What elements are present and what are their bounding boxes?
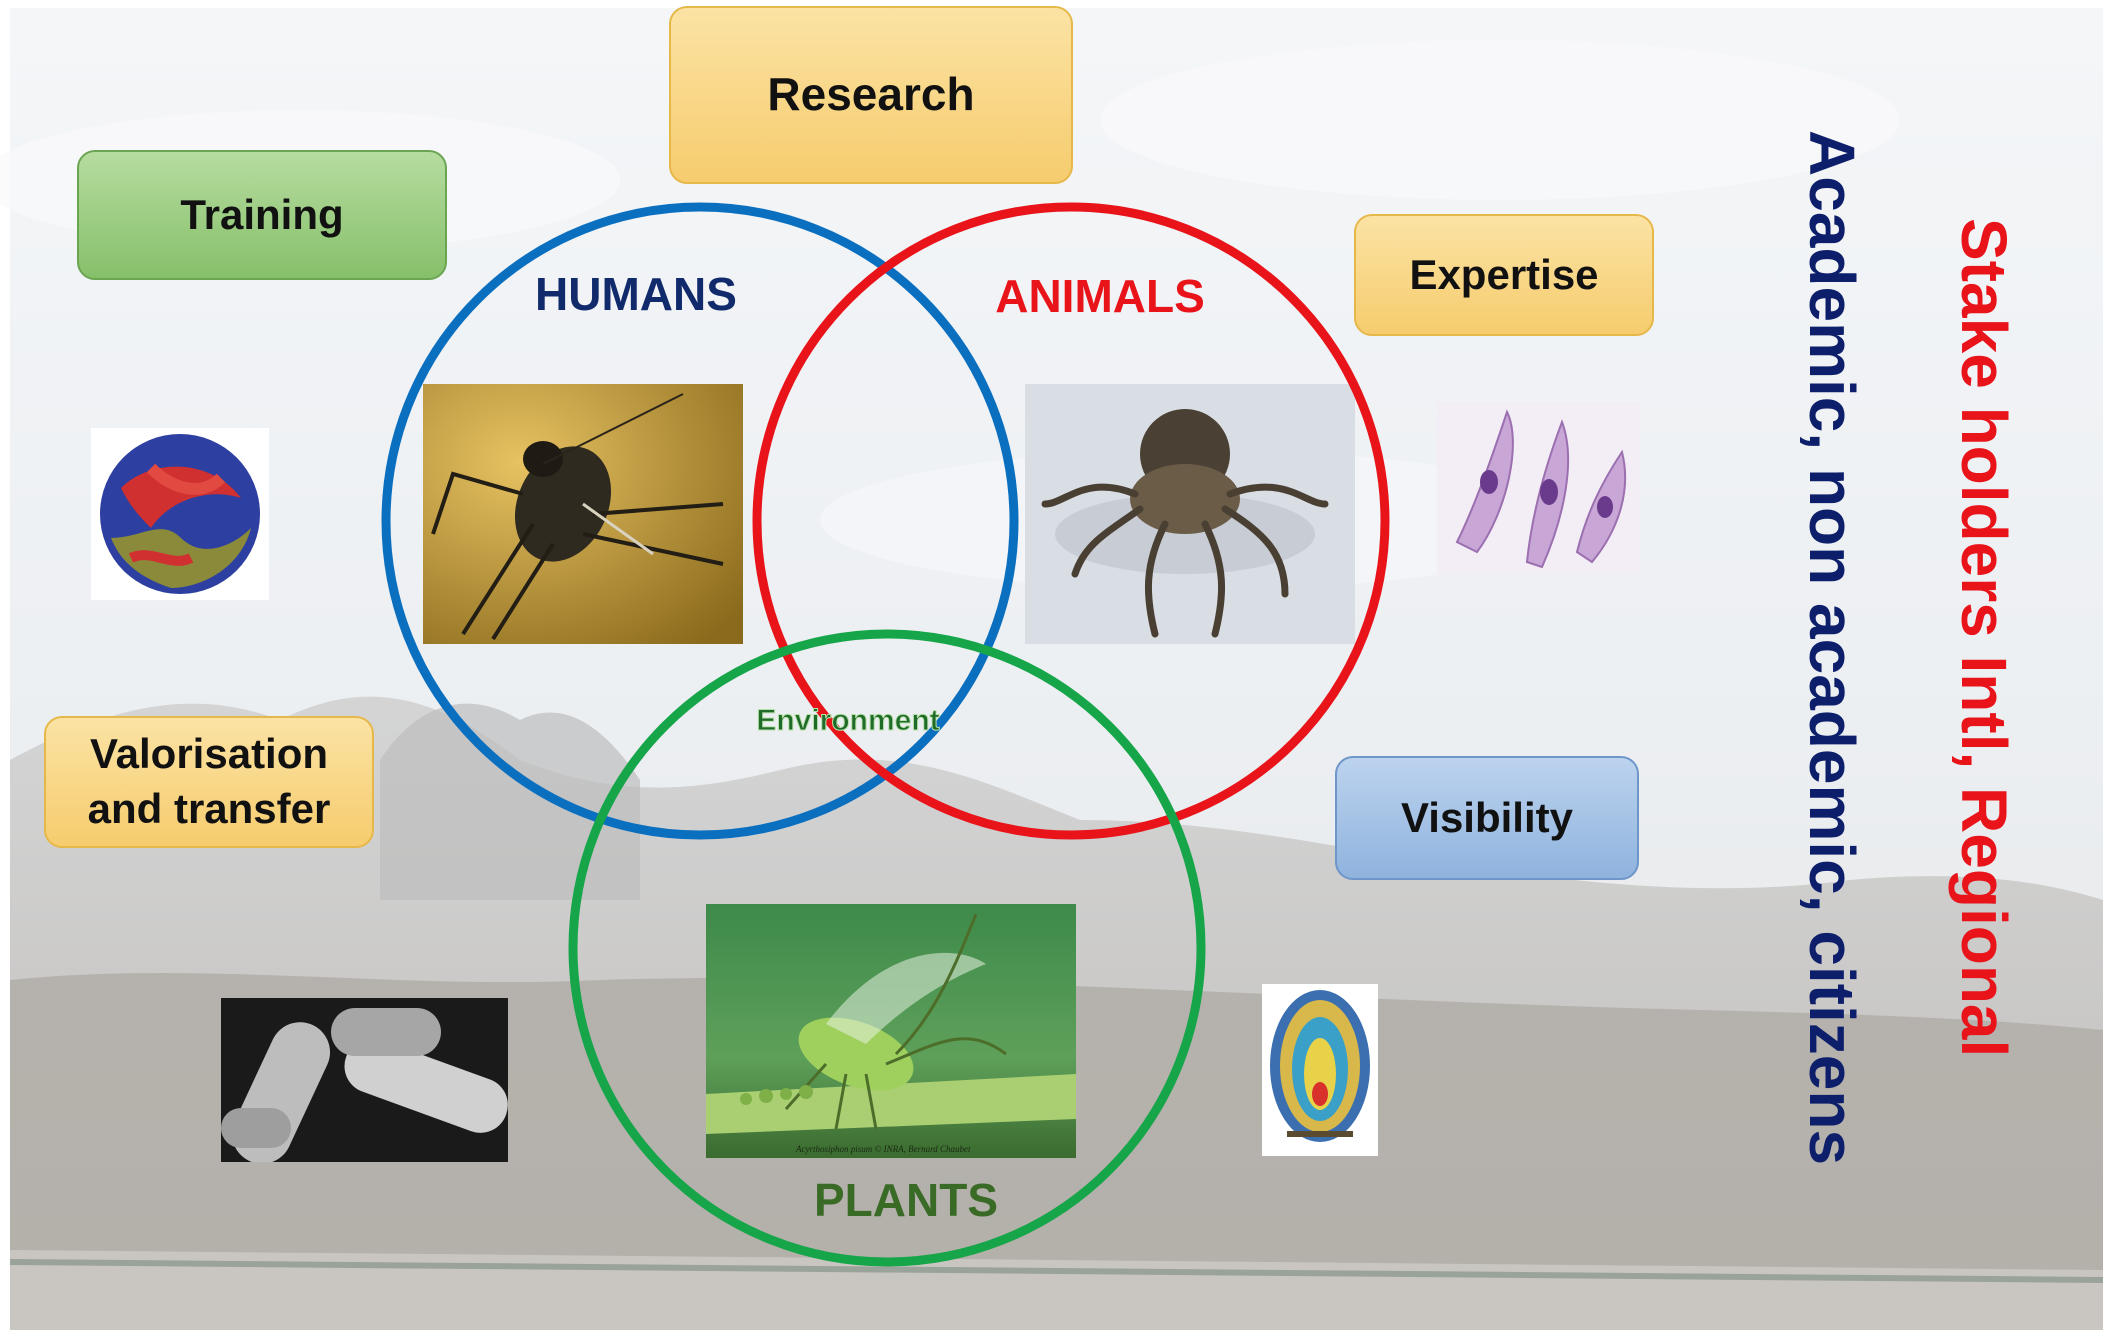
valorisation-box: Valorisation and transfer <box>44 716 374 848</box>
tick-image <box>1025 384 1355 644</box>
training-label: Training <box>180 188 343 243</box>
visibility-box: Visibility <box>1335 756 1639 880</box>
aphid-image: Acyrthosiphon pisum © INRA, Bernard Chau… <box>706 904 1076 1158</box>
seed-icon <box>1262 984 1378 1156</box>
mosquito-image <box>423 384 743 644</box>
bacteria-icon <box>221 998 508 1162</box>
valorisation-label: Valorisation and transfer <box>66 727 352 836</box>
training-box: Training <box>77 150 447 280</box>
research-box: Research <box>669 6 1073 184</box>
stakeholders-text: Stake holders Intl, Regional <box>1952 218 2016 1057</box>
virus-icon <box>91 428 269 600</box>
academic-text: Academic, non academic, citizens <box>1800 130 1864 1165</box>
parasite-icon <box>1437 402 1640 574</box>
photo-caption: Acyrthosiphon pisum © INRA, Bernard Chau… <box>795 1144 971 1154</box>
research-label: Research <box>767 65 974 125</box>
expertise-box: Expertise <box>1354 214 1654 336</box>
expertise-label: Expertise <box>1409 248 1598 303</box>
visibility-label: Visibility <box>1401 791 1573 846</box>
